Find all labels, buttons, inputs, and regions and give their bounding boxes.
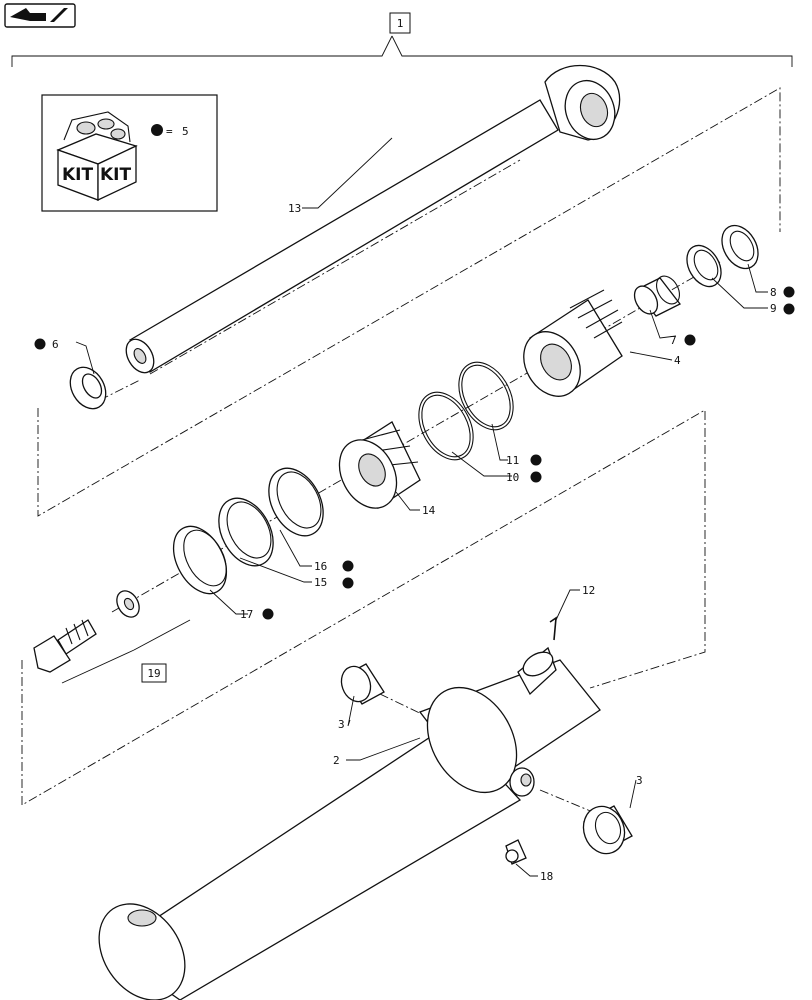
leader-lines [75,137,768,877]
callout-7: 7 [670,334,677,347]
back-arrow-icon[interactable] [4,3,76,28]
callout-16: 16 [314,560,327,573]
washer[interactable] [112,587,143,621]
centerline-piston-axis [111,261,721,613]
callout-17: 17 [240,608,253,621]
kit-dot-7 [684,334,696,346]
callout-15: 15 [314,576,327,589]
callout-8: 8 [770,286,777,299]
assembly-label: 1 [397,17,404,30]
piston[interactable] [328,421,421,518]
bushing-3-upper[interactable] [337,662,385,705]
bushing-3-lower[interactable] [577,801,633,860]
seal-ring-15[interactable] [208,489,284,575]
cylinder-barrel[interactable] [81,646,601,1000]
seal-ring-9[interactable] [680,239,728,292]
kit-ref: 5 [182,125,189,138]
kit-dot-8 [783,286,795,298]
o-ring-10[interactable] [408,383,484,469]
bolt[interactable] [33,619,97,673]
centerline-rod-axis [99,159,521,401]
kit-dot-icon [151,124,163,136]
callout-12: 12 [582,584,595,597]
o-ring-11[interactable] [448,353,524,439]
assembly-label-box[interactable]: 1 [389,12,411,34]
gland[interactable] [512,289,623,406]
callout-3-lower: 3 [636,774,643,787]
ref-bracket-19 [61,649,135,684]
callout-4: 4 [674,354,681,367]
grease-fitting[interactable] [505,839,527,865]
callout-9: 9 [770,302,777,315]
callout-6: 6 [52,338,59,351]
kit-dot-15 [342,577,354,589]
seal-ring-8[interactable] [715,219,766,275]
ref-box-19[interactable]: 19 [141,663,167,683]
callout-10: 10 [506,471,519,484]
kit-dot-6 [34,338,46,350]
kit-dot-16 [342,560,354,572]
kit-dot-17 [262,608,274,620]
wiper-seal[interactable] [63,361,113,415]
kit-equals: = [166,125,173,138]
piston-rod[interactable] [121,64,623,378]
seal-ring-16[interactable] [258,459,334,545]
bleed-fitting[interactable] [549,616,557,641]
kit-dot-11 [530,454,542,466]
bushing-7[interactable] [630,272,684,318]
kit-text-right: KIT [100,165,131,185]
callout-11: 11 [506,454,519,467]
assembly-bracket [11,35,793,67]
kit-dot-9 [783,303,795,315]
kit-box-icon: KIT KIT [56,111,138,202]
kit-dot-10 [530,471,542,483]
kit-legend-box: KIT KIT = 5 [41,94,218,212]
callout-14: 14 [422,504,436,517]
kit-text-left: KIT [62,165,93,185]
centerline-upper [37,87,781,517]
callout-13: 13 [288,202,301,215]
callout-18: 18 [540,870,553,883]
wear-ring-17[interactable] [163,517,237,602]
ref-box-label: 19 [147,667,160,680]
callout-2: 2 [333,754,340,767]
callout-3-upper: 3 [338,718,345,731]
